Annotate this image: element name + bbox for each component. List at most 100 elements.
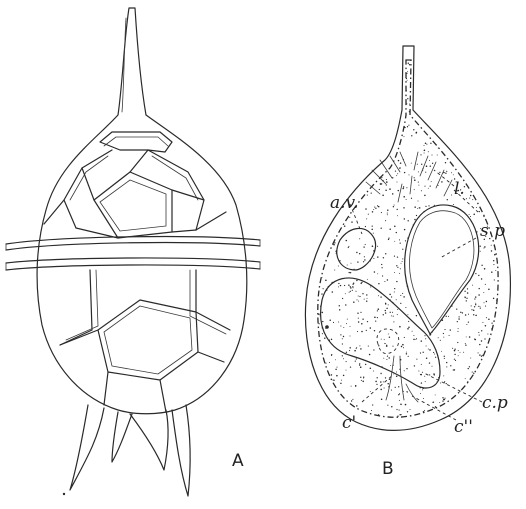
stipple-dot [458, 355, 459, 356]
stipple-dot [386, 184, 387, 185]
stipple-dot [399, 239, 400, 240]
stipple-dot [405, 240, 406, 241]
stipple-dot [466, 298, 467, 299]
stipple-dot [418, 185, 419, 186]
stipple-dot [348, 284, 350, 286]
stipple-dot [385, 312, 387, 314]
stipple-dot [460, 312, 461, 313]
stipple-dot [351, 386, 352, 387]
stipple-dot [344, 225, 346, 227]
stipple-dot [465, 345, 466, 346]
stipple-dot [324, 337, 325, 338]
stipple-dot [363, 246, 364, 247]
stipple-dot [424, 410, 425, 411]
stipple-dot [356, 280, 357, 281]
stipple-dot [394, 225, 396, 227]
stipple-dot [456, 308, 457, 309]
stipple-dot [363, 261, 364, 262]
stipple-dot [397, 173, 398, 174]
stipple-dot [397, 309, 398, 310]
stipple-dot [495, 270, 496, 271]
leader-sp [440, 238, 476, 258]
stipple-dot [395, 171, 396, 172]
stipple-dot [469, 366, 470, 367]
stipple-dot [434, 374, 435, 375]
stipple-dot [473, 314, 474, 315]
stipple-dot [391, 296, 392, 297]
stipple-dot [444, 399, 445, 400]
stipple-dot [365, 226, 366, 227]
stipple-dot [429, 375, 430, 376]
panel-b-letter: B [382, 459, 394, 479]
stipple-dot [416, 132, 418, 134]
stipple-dot [355, 291, 356, 292]
stipple-dot [393, 206, 394, 207]
stipple-dot [367, 298, 368, 299]
stipple-dot [394, 241, 395, 242]
stipple-dot [424, 145, 425, 146]
stipple-dot [396, 372, 397, 373]
stipple-dot [475, 273, 476, 274]
stipple-dot [375, 321, 376, 322]
stipple-dot [454, 349, 455, 350]
stipple-dot [407, 71, 408, 72]
stipple-dot [338, 266, 339, 267]
stipple-dot [374, 330, 375, 331]
stipple-dot [451, 194, 452, 195]
stipple-dot [480, 246, 481, 247]
stipple-dot [407, 314, 408, 315]
stipple-dot [429, 362, 430, 363]
stipple-dot [445, 162, 446, 163]
stipple-dot [420, 393, 421, 394]
stipple-dot [481, 278, 482, 279]
stipple-dot [386, 359, 387, 360]
stipple-dot [359, 345, 360, 346]
stipple-dot [375, 381, 377, 383]
stipple-dot [474, 306, 475, 307]
stipple-dot [466, 300, 467, 301]
stipple-dot [440, 340, 441, 341]
stipple-dot [365, 364, 366, 365]
stipple-dot [387, 405, 388, 406]
girdle [6, 237, 260, 270]
stipple-dot [377, 310, 378, 311]
stipple-dot [346, 240, 348, 242]
stipple-dot [424, 376, 425, 377]
stipple-dot [362, 293, 363, 294]
stipple-dot [424, 195, 426, 197]
stipple-dot [483, 292, 484, 293]
stipple-dot [366, 330, 367, 331]
stipple-dot [366, 294, 367, 295]
stipple-dot [384, 281, 385, 282]
stipple-dot [400, 242, 401, 243]
stipple-dot [470, 216, 471, 217]
stipple-dot [457, 321, 458, 322]
stipple-dot [352, 284, 353, 285]
stipple-dot [473, 214, 475, 216]
stipple-dot [465, 343, 466, 344]
stipple-dot [433, 402, 434, 403]
stipple-dot [339, 305, 340, 306]
stipple-dot [409, 174, 410, 175]
stipple-dot [336, 375, 338, 377]
stipple-dot [411, 135, 412, 136]
stipple-dot [406, 368, 407, 369]
stipple-dot [425, 206, 426, 207]
stipple-dot [371, 410, 372, 411]
stipple-dot [463, 352, 464, 353]
stipple-dot [444, 329, 445, 330]
stipple-dot [387, 212, 388, 213]
stipple-dot [370, 327, 372, 329]
stipple-dot [396, 175, 397, 176]
stipple-dot [421, 382, 422, 383]
stipple-dot [350, 326, 351, 327]
stipple-dot [356, 405, 358, 407]
stipple-dot [438, 337, 439, 338]
stipple-dot [331, 339, 332, 340]
panel-a-external-view: A [6, 8, 260, 496]
stipple-dot [389, 294, 391, 296]
stipple-dot [431, 154, 432, 155]
stipple-dot [467, 288, 468, 289]
stipple-dot [377, 273, 378, 274]
